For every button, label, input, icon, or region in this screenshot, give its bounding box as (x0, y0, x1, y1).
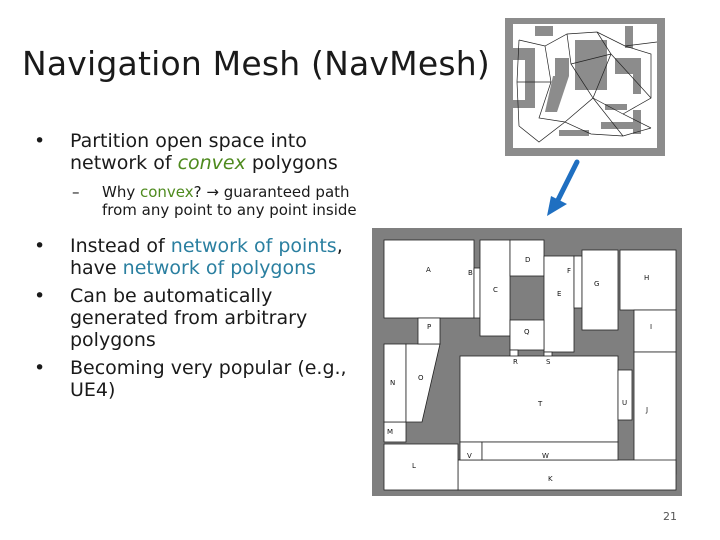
label-m: M (387, 428, 393, 436)
navmesh-graph-image (505, 18, 665, 156)
bullet-2-text-a: Instead of (70, 235, 171, 257)
label-g: G (594, 280, 599, 288)
bullet-2: • Instead of network of points, have net… (34, 235, 364, 279)
region-i (633, 309, 677, 353)
label-b: B (468, 269, 473, 277)
label-d: D (525, 256, 530, 264)
bullet-1-text-b: polygons (245, 152, 338, 174)
label-u: U (622, 399, 627, 407)
region-g (581, 249, 619, 331)
region-d (509, 239, 545, 277)
bullet-4-text: Becoming very popular (e.g., UE4) (70, 357, 347, 401)
slide-title: Navigation Mesh (NavMesh) (22, 44, 490, 83)
label-f: F (567, 267, 571, 275)
label-l: L (412, 462, 416, 470)
bullet-glyph: • (34, 130, 46, 152)
sub-bullet-text-a: Why (102, 183, 140, 201)
sub-bullet-convex: convex (139, 183, 194, 201)
bullet-2-polygons: network of polygons (122, 257, 317, 279)
region-t (459, 355, 619, 443)
label-o: O (418, 374, 424, 382)
region-p (417, 317, 441, 345)
sub-bullet-1: – Why convex? → guaranteed path from any… (72, 183, 364, 219)
region-a (383, 239, 475, 319)
label-v: V (467, 452, 472, 460)
down-arrow-icon (547, 159, 580, 216)
bullet-list: • Partition open space into network of c… (34, 130, 364, 401)
region-f (573, 255, 583, 309)
label-a: A (426, 266, 431, 274)
region-c (479, 239, 511, 337)
region-q (509, 319, 545, 351)
bullet-4: • Becoming very popular (e.g., UE4) (34, 357, 364, 401)
region-u (617, 369, 633, 421)
bullet-glyph: • (34, 357, 46, 379)
arrow-right-icon: → (206, 183, 219, 201)
region-h (619, 249, 677, 311)
sub-bullet-text-b: ? (193, 183, 207, 201)
region-j (633, 351, 677, 475)
slide-number: 21 (663, 510, 677, 523)
bullet-1-convex: convex (177, 152, 246, 174)
label-t: T (537, 400, 543, 408)
bullet-3-text: Can be automatically generated from arbi… (70, 285, 308, 351)
label-p: P (427, 323, 431, 331)
region-k (457, 459, 677, 491)
label-k: K (548, 475, 553, 483)
label-h: H (644, 274, 649, 282)
bullet-2-points: network of points (170, 235, 337, 257)
bullet-1-text-a: Partition open space into network of (70, 130, 307, 174)
navmesh-regions-image: A B C D E F G H I J K L M N O P Q R S T … (372, 228, 682, 496)
bullet-glyph: • (34, 235, 46, 257)
bullet-1: • Partition open space into network of c… (34, 130, 364, 174)
bullet-2-text-b: , have (70, 235, 343, 279)
bullet-glyph: • (34, 285, 46, 307)
region-w (481, 441, 619, 461)
label-c: C (493, 286, 498, 294)
label-n: N (390, 379, 395, 387)
label-r: R (513, 358, 518, 366)
region-l (383, 443, 459, 491)
label-i: I (650, 323, 652, 331)
bullet-3: • Can be automatically generated from ar… (34, 285, 364, 351)
region-b (473, 267, 481, 319)
label-q: Q (524, 328, 530, 336)
label-w: W (542, 452, 549, 460)
label-j: J (645, 406, 648, 414)
label-s: S (546, 358, 551, 366)
dash-glyph: – (72, 183, 80, 201)
sub-bullet-text-c: guaranteed path from any point to any po… (102, 183, 357, 219)
label-e: E (557, 290, 561, 298)
